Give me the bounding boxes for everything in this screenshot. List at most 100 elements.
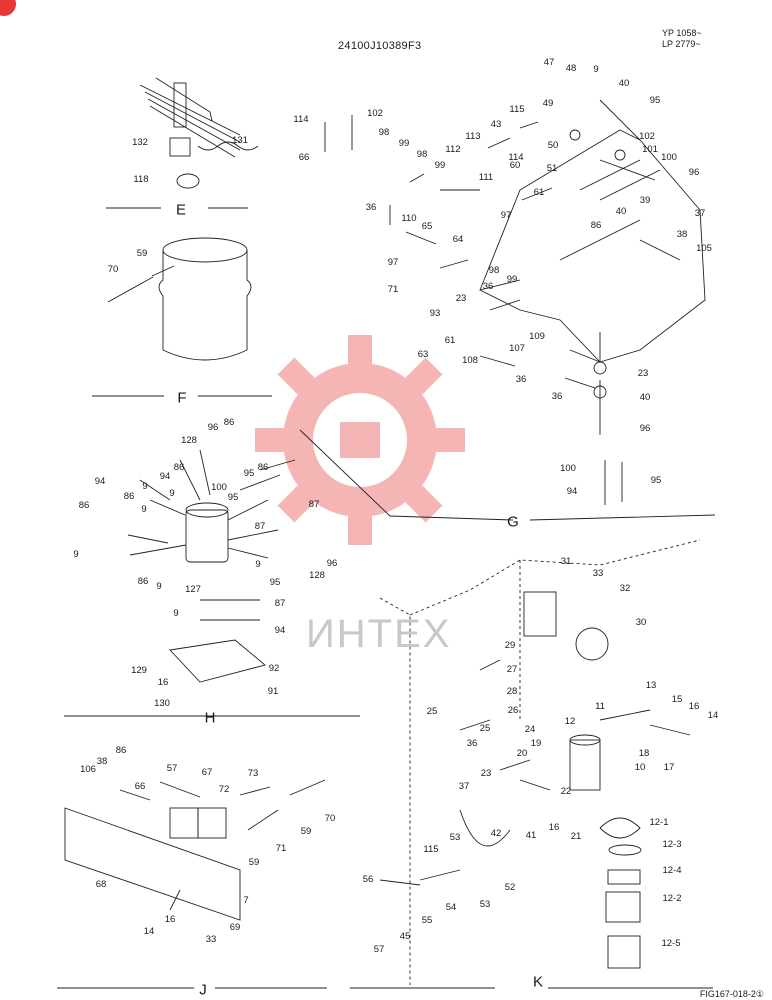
part-number: 43 [490, 119, 502, 130]
part-number: 37 [458, 781, 470, 792]
part-number: 33 [205, 934, 217, 945]
part-number: 14 [707, 710, 719, 721]
part-number: 16 [548, 822, 560, 833]
part-number: 96 [688, 167, 700, 178]
part-number: 12-4 [662, 865, 682, 876]
watermark-core [340, 422, 380, 458]
part-number: 23 [455, 293, 467, 304]
part-number: 97 [387, 257, 399, 268]
part-number: 68 [95, 879, 107, 890]
part-number: 94 [159, 471, 171, 482]
section-label-e: E [175, 201, 187, 219]
section-e-drawing [106, 77, 259, 209]
part-number: 70 [107, 264, 119, 275]
watermark-text: ИНТЕХ [306, 612, 452, 656]
part-number: 59 [136, 248, 148, 259]
part-number: 86 [123, 491, 135, 502]
part-number: 45 [399, 931, 411, 942]
part-number: 86 [115, 745, 127, 756]
part-number: 16 [164, 914, 176, 925]
part-number: 99 [398, 138, 410, 149]
part-number: 52 [504, 882, 516, 893]
part-number: 21 [570, 831, 582, 842]
part-number: 99 [434, 160, 446, 171]
part-number: 53 [449, 832, 461, 843]
part-number: 9 [169, 488, 175, 499]
part-number: 102 [639, 131, 655, 142]
part-number: 9 [255, 559, 261, 570]
part-number: 57 [166, 763, 178, 774]
part-number: 36 [515, 374, 527, 385]
part-number: 12 [564, 716, 576, 727]
part-number: 23 [637, 368, 649, 379]
part-number: 99 [506, 274, 518, 285]
part-number: 87 [254, 521, 266, 532]
section-label-j: J [199, 981, 207, 999]
part-number: 40 [615, 206, 627, 217]
part-number: 105 [696, 243, 712, 254]
part-number: 17 [663, 762, 675, 773]
part-number: 96 [207, 422, 219, 433]
part-number: 25 [426, 706, 438, 717]
part-number: 42 [490, 828, 502, 839]
part-number: 14 [143, 926, 155, 937]
part-number: 63 [417, 349, 429, 360]
part-number: 50 [547, 140, 559, 151]
part-number: 71 [275, 843, 287, 854]
part-number: 33 [592, 568, 604, 579]
part-number: 39 [639, 195, 651, 206]
part-number: 9 [142, 481, 148, 492]
part-number: 109 [529, 331, 545, 342]
revision-line: YP 1058~ [662, 28, 702, 38]
part-number: 9 [141, 504, 147, 515]
part-number: 7 [243, 895, 249, 906]
part-number: 95 [649, 95, 661, 106]
part-number: 67 [201, 767, 213, 778]
part-number: 86 [590, 220, 602, 231]
part-number: 40 [639, 392, 651, 403]
section-k-assembly [350, 539, 713, 989]
part-number: 53 [479, 899, 491, 910]
part-number: 96 [326, 558, 338, 569]
part-number: 38 [96, 756, 108, 767]
part-number: 94 [274, 625, 286, 636]
part-number: 54 [445, 902, 457, 913]
part-number: 115 [509, 104, 525, 115]
part-number: 37 [694, 208, 706, 219]
part-number: 98 [378, 127, 390, 138]
section-h-valve-block [64, 449, 360, 717]
part-number: 36 [482, 281, 494, 292]
part-number: 38 [676, 229, 688, 240]
part-number: 36 [466, 738, 478, 749]
section-label-k: K [532, 973, 544, 991]
part-number: 106 [80, 764, 96, 775]
part-number: 9 [593, 64, 599, 75]
part-number: 73 [247, 768, 259, 779]
part-number: 26 [507, 705, 519, 716]
part-number: 31 [560, 556, 572, 567]
part-number: 95 [243, 468, 255, 479]
part-number: 23 [480, 768, 492, 779]
part-number: 9 [156, 581, 162, 592]
revision-block: YP 1058~ LP 2779~ [662, 28, 702, 50]
section-g-fittings [324, 99, 681, 505]
part-number: 108 [462, 355, 478, 366]
part-number: 55 [421, 915, 433, 926]
part-number: 66 [134, 781, 146, 792]
part-number: 16 [688, 701, 700, 712]
part-number: 95 [650, 475, 662, 486]
part-number: 9 [173, 608, 179, 619]
part-number: 110 [401, 213, 417, 224]
part-number: 98 [488, 265, 500, 276]
figure-code: FIG167-018-2① [699, 989, 764, 999]
part-number: 93 [429, 308, 441, 319]
section-j-panel [57, 779, 327, 989]
section-g-housing [299, 129, 716, 521]
part-number: 65 [421, 221, 433, 232]
part-number: 111 [478, 172, 494, 183]
part-number: 25 [479, 723, 491, 734]
part-number: 101 [642, 144, 658, 155]
section-label-g: G [507, 513, 519, 531]
corner-badge [0, 0, 16, 16]
